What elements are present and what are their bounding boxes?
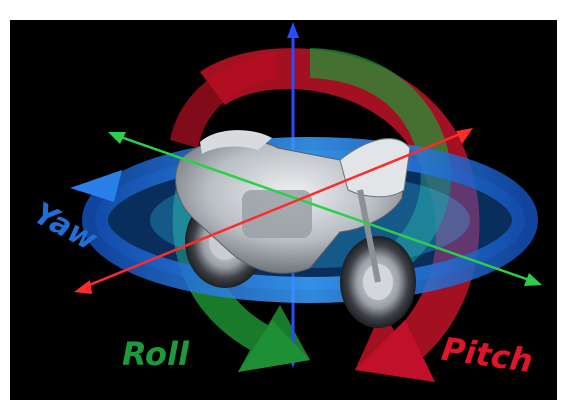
roll-label: Roll bbox=[122, 335, 190, 373]
pitch-label: Pitch bbox=[439, 330, 535, 380]
rotation-axes-diagram: Yaw Roll Pitch bbox=[10, 20, 557, 400]
diagram-canvas: Yaw Roll Pitch bbox=[10, 20, 557, 400]
